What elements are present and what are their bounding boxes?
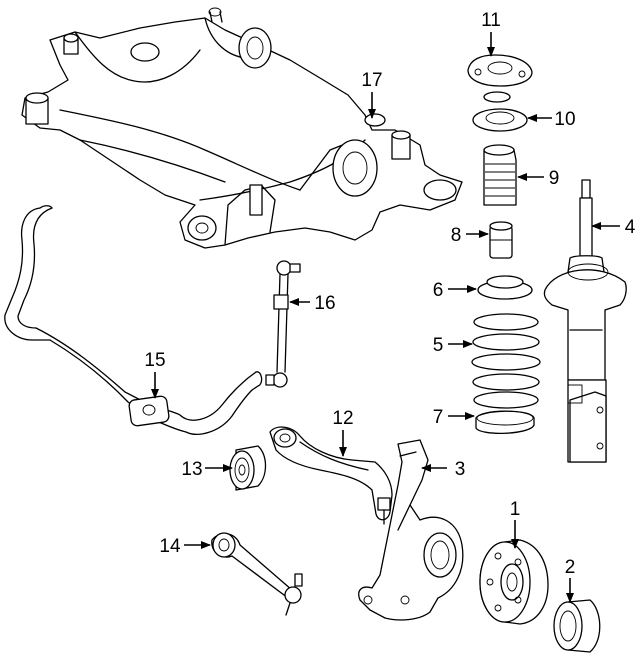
callout-labels: 1 2 3 4 5 6 7 8 9 10 11 12 13 14 15 16 1… [144,10,635,578]
callout-6: 6 [433,280,444,301]
callout-17: 17 [361,70,382,91]
part-control-arm-lower [211,532,303,616]
callout-9: 9 [549,168,560,189]
part-steering-knuckle [358,439,464,621]
callout-7: 7 [433,407,444,428]
part-stabilizer-link [265,260,301,388]
part-subframe [21,7,463,249]
part-coil-spring [471,313,541,409]
callout-11: 11 [481,10,501,31]
part-wheel-hub [479,539,549,625]
callout-14: 14 [159,536,181,557]
part-spring-seat-lower [475,410,535,434]
part-bump-stop [489,221,513,259]
callout-2: 2 [565,557,576,578]
part-strut-mount [467,54,533,87]
part-strut-bearing [472,91,528,132]
callout-12: 12 [332,408,353,429]
part-control-arm-upper [269,426,393,525]
callout-3: 3 [455,459,466,480]
part-strut [543,179,627,463]
callout-5: 5 [433,335,444,356]
callout-arrows [151,32,620,603]
callout-16: 16 [314,293,335,314]
part-dust-boot [483,144,517,206]
callout-15: 15 [144,350,165,371]
part-stabilizer-bar [4,205,263,435]
part-bushing [229,445,267,491]
callout-8: 8 [451,225,462,246]
callout-13: 13 [181,459,202,480]
callout-10: 10 [554,109,575,130]
callout-4: 4 [625,217,636,238]
callout-1: 1 [510,499,521,520]
part-wheel-bearing [553,599,601,653]
part-spring-seat-upper [477,275,533,300]
